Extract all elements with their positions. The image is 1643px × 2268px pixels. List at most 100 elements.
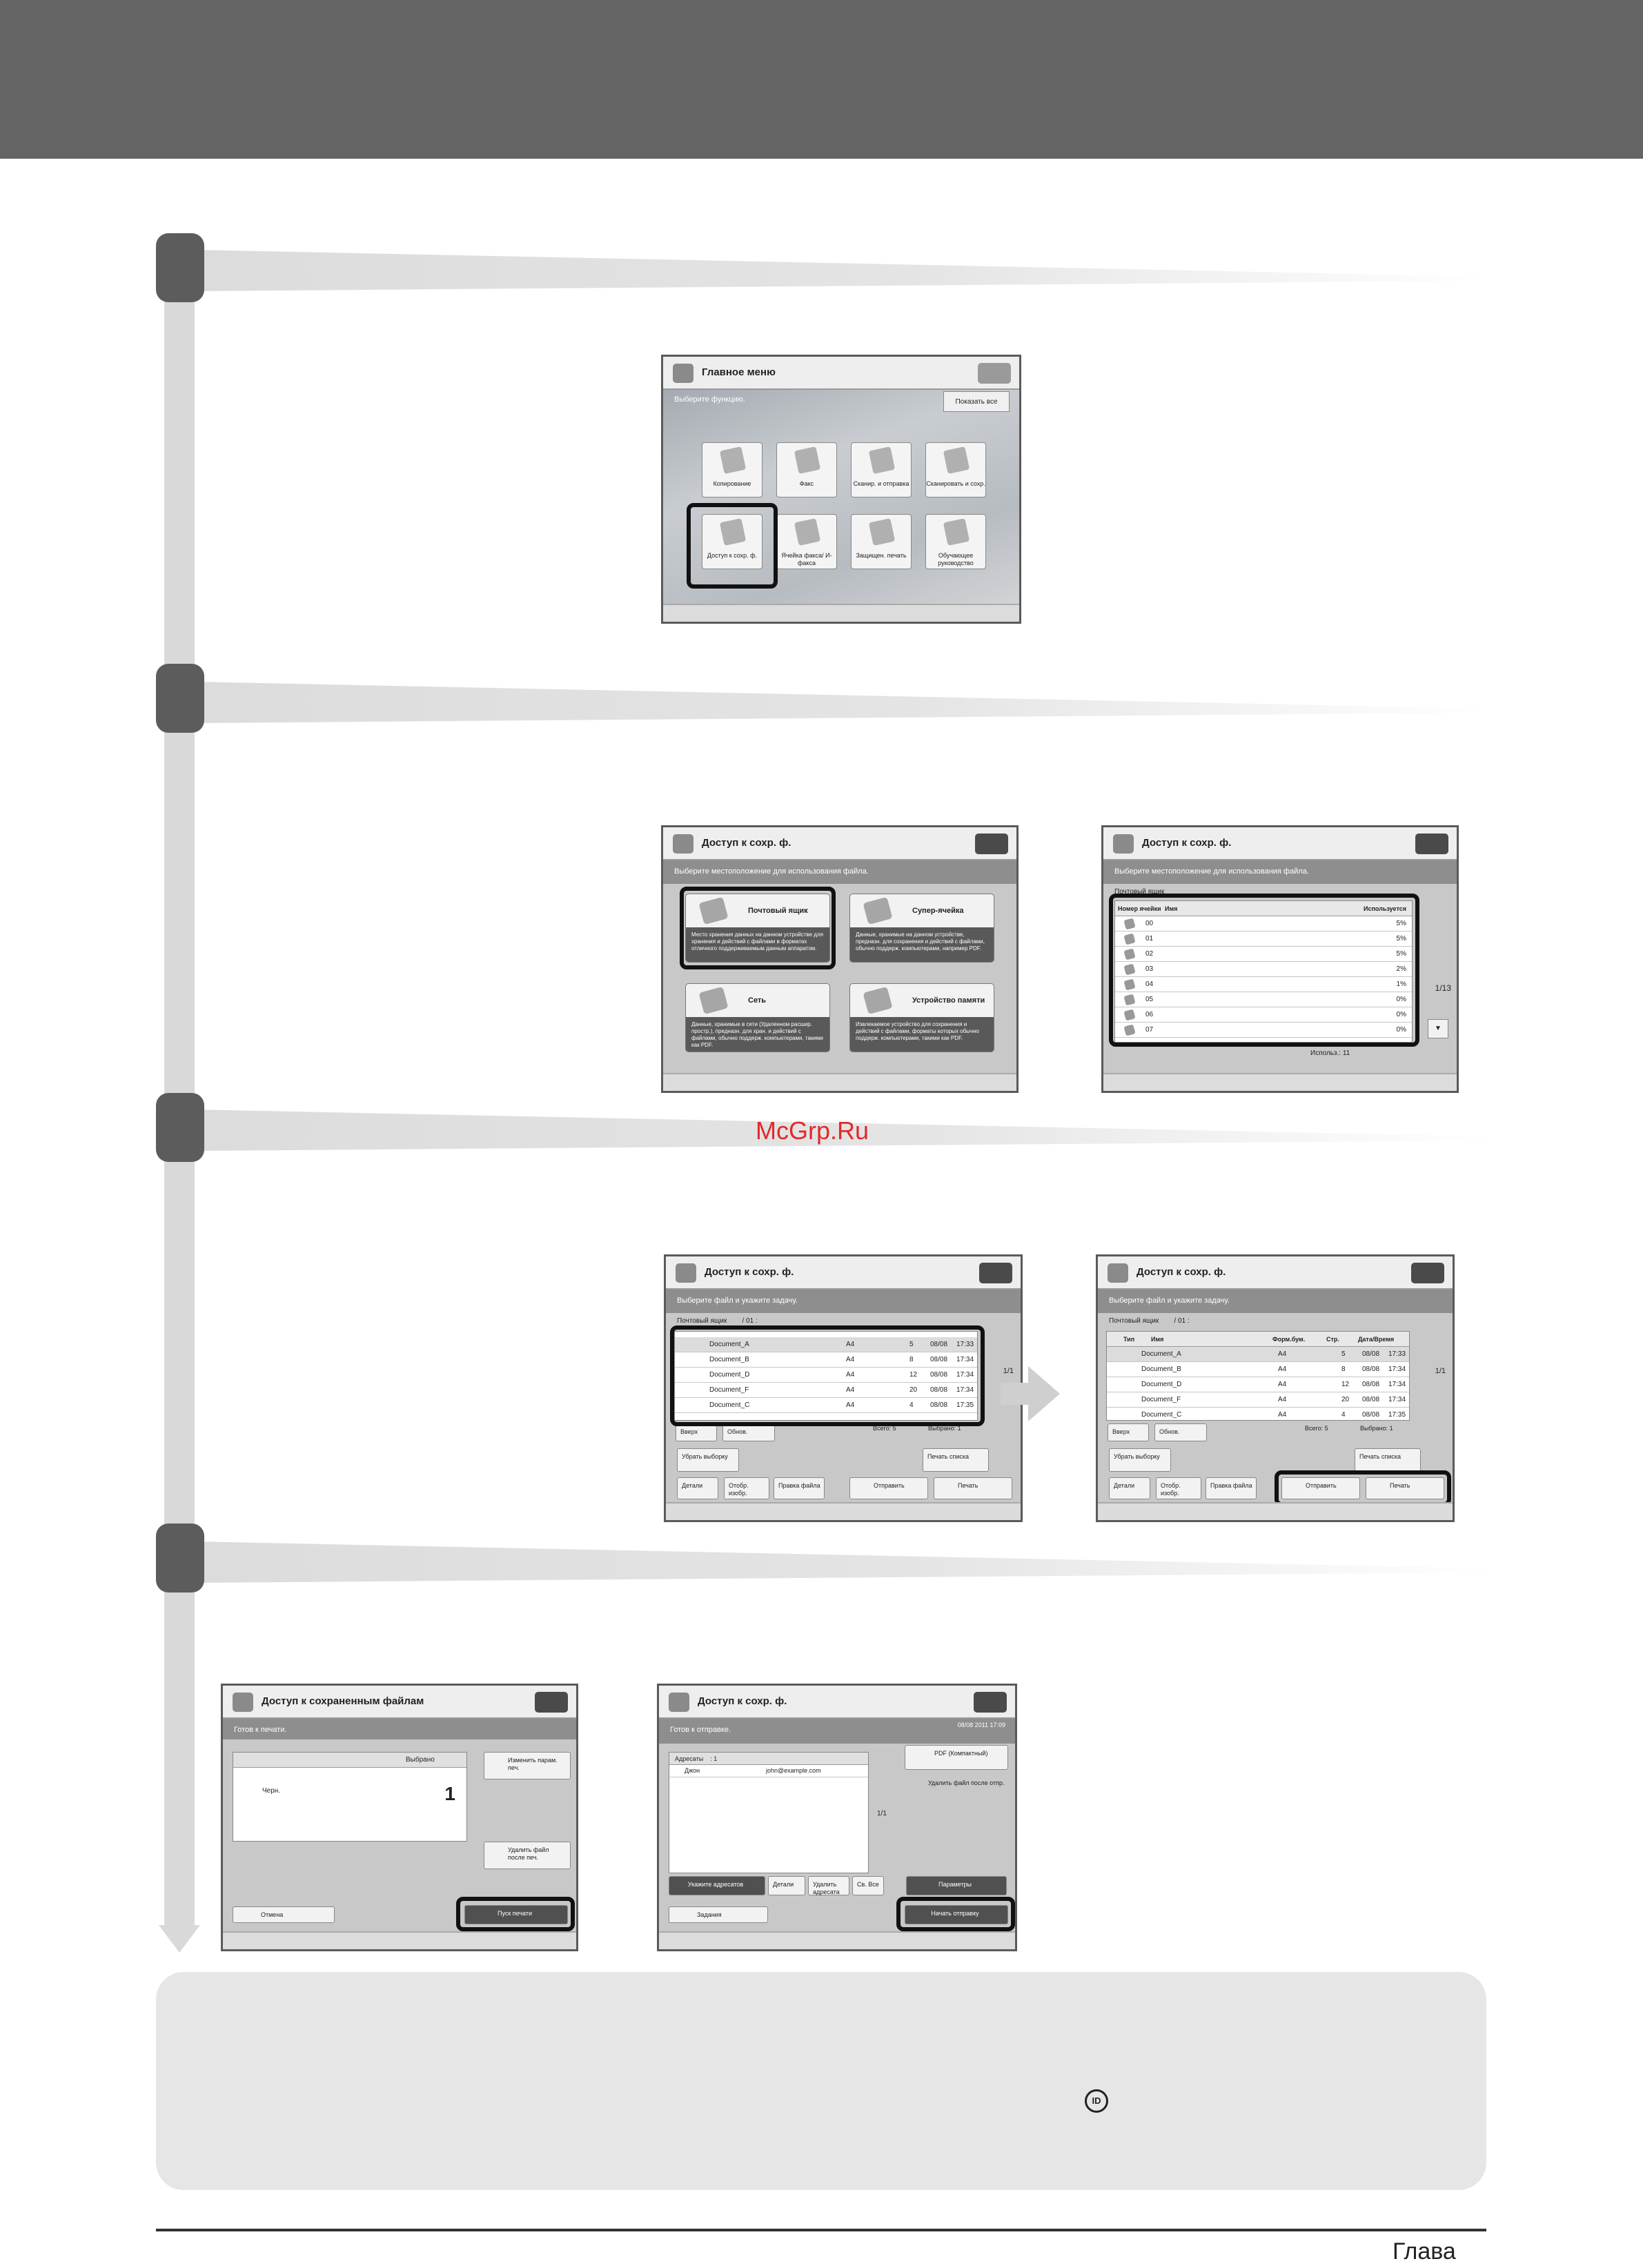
list-item[interactable]: 06 0% <box>1115 1007 1412 1023</box>
update-button[interactable]: Обнов. <box>1154 1423 1207 1441</box>
start-print-button[interactable]: Пуск печати <box>464 1905 568 1924</box>
access-files-subtitle: Выберите местоположение для использовани… <box>663 860 1016 884</box>
clear-selection-button[interactable]: Убрать выборку <box>677 1448 739 1472</box>
send-button[interactable]: Отправить <box>1281 1477 1360 1499</box>
option-network-header: Сеть <box>686 984 829 1018</box>
file-pages: 20 <box>909 1386 918 1394</box>
option-mailbox[interactable]: Почтовый ящик Место хранения данных на д… <box>685 894 830 963</box>
tile-fax[interactable]: Факс <box>776 442 837 497</box>
col-date: Дата/Время <box>1358 1336 1395 1343</box>
details-button[interactable]: Детали <box>1109 1477 1150 1499</box>
show-all-button[interactable]: Показать все <box>943 391 1010 412</box>
total-label: Всего: 5 <box>1305 1425 1328 1432</box>
print-button[interactable]: Печать <box>1366 1477 1444 1499</box>
send-screen-title: Доступ к сохр. ф. <box>698 1695 787 1707</box>
screen-footer <box>663 604 1019 622</box>
mailbox-path: Почтовый ящик <box>1114 888 1165 896</box>
box-label: / 01 : <box>1174 1317 1190 1325</box>
screen-title: Доступ к сохр. ф. <box>1103 827 1457 860</box>
send-button[interactable]: Отправить <box>849 1477 928 1499</box>
clear-all-button[interactable]: Св. Все <box>852 1876 884 1895</box>
tile-tutorial[interactable]: Обучающее руководство <box>925 514 986 569</box>
row-used: 2% <box>1396 965 1406 973</box>
tile-secure-print[interactable]: Защищен. печать <box>851 514 912 569</box>
scroll-down-button[interactable]: ▼ <box>1428 1019 1448 1038</box>
option-network[interactable]: Сеть Данные, хранимые в сети (Удаленном … <box>685 983 830 1052</box>
start-send-button[interactable]: Начать отправку <box>905 1905 1008 1924</box>
up-button[interactable]: Вверх <box>1108 1423 1149 1441</box>
file-name: Document_C <box>1141 1411 1182 1419</box>
details-button[interactable]: Детали <box>768 1876 805 1895</box>
file-size: A4 <box>846 1386 855 1394</box>
change-settings-button[interactable]: Изменить парам. печ. <box>484 1752 571 1779</box>
display-image-button[interactable]: Отобр. изобр. <box>724 1477 769 1499</box>
details-button[interactable]: Детали <box>677 1477 718 1499</box>
file-date: 08/08 <box>930 1386 948 1394</box>
options-button[interactable]: Параметры <box>906 1876 1007 1895</box>
file-pages: 12 <box>909 1371 918 1379</box>
remove-recipient-button[interactable]: Удалить адресата <box>808 1876 849 1895</box>
up-button[interactable]: Вверх <box>676 1423 717 1441</box>
option-superbox[interactable]: Супер-ячейка Данные, хранимые на данном … <box>849 894 994 963</box>
watermark: McGrp.Ru <box>756 1116 869 1145</box>
main-menu-screen: Главное меню Выберите функцию. Показать … <box>661 355 1021 624</box>
tile-scan-send[interactable]: Сканир. и отправка <box>851 442 912 497</box>
print-list-button[interactable]: Печать списка <box>923 1448 989 1472</box>
delete-after-print-button[interactable]: Удалить файл после печ. <box>484 1842 571 1869</box>
edit-file-button[interactable]: Правка файла <box>1206 1477 1257 1499</box>
option-description: Данные, хранимые в сети (Удаленном расши… <box>686 1017 829 1052</box>
print-list-button[interactable]: Печать списка <box>1355 1448 1421 1472</box>
access-files-icon <box>676 1263 696 1283</box>
print-button[interactable]: Печать <box>934 1477 1012 1499</box>
file-time: 17:34 <box>956 1356 974 1363</box>
clear-selection-button[interactable]: Убрать выборку <box>1109 1448 1171 1472</box>
cancel-button[interactable]: Отмена <box>233 1906 335 1923</box>
tile-scan-store[interactable]: Сканировать и сохр. <box>925 442 986 497</box>
display-image-button[interactable]: Отобр. изобр. <box>1156 1477 1201 1499</box>
jobs-button[interactable]: Задания <box>669 1906 768 1923</box>
chapter-label: Глава <box>1393 2238 1456 2265</box>
col-num: Номер ячейки <box>1118 905 1161 912</box>
settings-button[interactable] <box>535 1692 568 1713</box>
tile-fax-inbox[interactable]: Ячейка факса/ И-факса <box>776 514 837 569</box>
tile-access-files[interactable]: Доступ к сохр. ф. <box>702 514 763 569</box>
page-indicator: 1/13 <box>1435 983 1451 993</box>
settings-button[interactable] <box>975 834 1008 854</box>
row-used: 0% <box>1396 1011 1406 1018</box>
settings-button[interactable] <box>974 1692 1007 1713</box>
row-num: 06 <box>1145 1011 1154 1018</box>
settings-button[interactable] <box>979 1263 1012 1283</box>
settings-button[interactable] <box>978 363 1011 384</box>
option-memory-device[interactable]: Устройство памяти Извлекаемое устройство… <box>849 983 994 1052</box>
file-pages: 4 <box>1341 1411 1346 1419</box>
edit-file-button[interactable]: Правка файла <box>774 1477 825 1499</box>
specify-recipients-button[interactable]: Укажите адресатов <box>669 1876 765 1895</box>
recipients-count: : 1 <box>710 1755 718 1762</box>
delete-after-send-button[interactable]: Удалить файл после отпр. <box>928 1779 1005 1786</box>
file-date: 08/08 <box>1362 1381 1380 1388</box>
settings-button[interactable] <box>1411 1263 1444 1283</box>
file-format-button[interactable]: PDF (Компактный) <box>905 1745 1008 1770</box>
settings-button[interactable] <box>1415 834 1448 854</box>
tile-copy[interactable]: Копирование <box>702 442 763 497</box>
usage-label: Использ.: 11 <box>1310 1049 1350 1057</box>
